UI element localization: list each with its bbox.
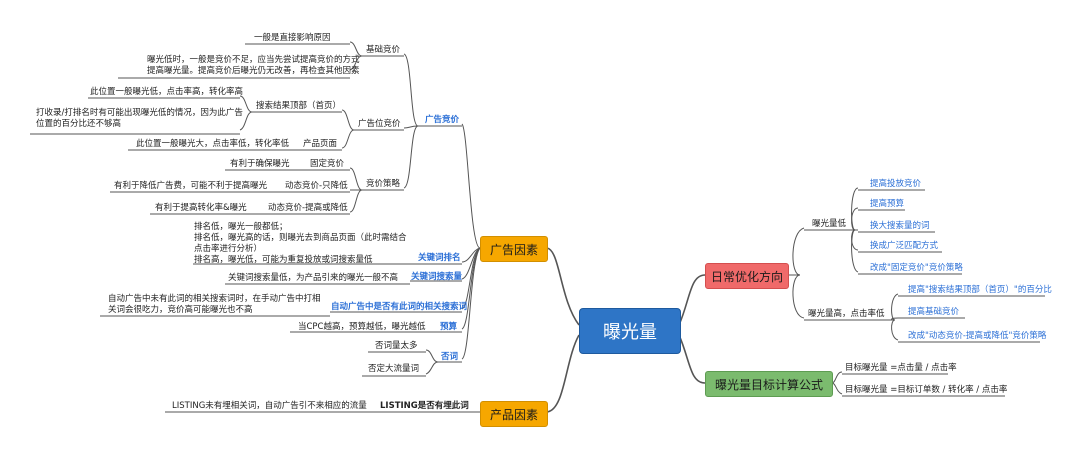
topic-formula[interactable]: 曝光量目标计算公式 (705, 371, 833, 397)
action-raise-bid[interactable]: 提高投放竞价 (870, 179, 922, 189)
action-dynamic-up-down-strategy[interactable]: 改成"动态竞价-提高或降低"竞价策略 (908, 331, 1047, 341)
note-dynamic-down: 有利于降低广告费，可能不利于提高曝光 (114, 181, 268, 191)
topic-product-factors[interactable]: 产品因素 (480, 401, 548, 427)
node-auto-ad-search-terms[interactable]: 自动广告中是否有此词的相关搜索词 (331, 302, 468, 312)
note-direct-cause: 一般是直接影响原因 (254, 33, 331, 43)
note-budget: 当CPC越高，预算越低，曝光越低 (298, 322, 426, 332)
node-dynamic-up-down[interactable]: 动态竞价-提高或降低 (268, 203, 348, 213)
note-product-page: 此位置一般曝光大，点击率低，转化率低 (136, 139, 290, 149)
topic-ad-factors[interactable]: 广告因素 (480, 236, 548, 262)
node-base-bid[interactable]: 基础竞价 (366, 45, 401, 55)
note-negative-high-traffic: 否定大流量词 (368, 364, 420, 374)
node-ad-bid[interactable]: 广告竞价 (425, 115, 460, 125)
link-central-optimize (678, 274, 706, 326)
note-low-exposure-bid: 曝光低时，一般是竞价不足，应当先尝试提高竞价的方式 提高曝光量。提高竞价后曝光仍… (147, 55, 360, 76)
link-central-ad (546, 247, 580, 326)
action-raise-top-search-pct[interactable]: 提高"搜索结果顶部（首页）"的百分比 (908, 285, 1052, 295)
note-listing: LISTING未有埋相关词，自动广告引不来相应的流量 (172, 401, 367, 411)
note-too-many-negatives: 否词量太多 (375, 341, 418, 351)
node-dynamic-down[interactable]: 动态竞价-只降低 (285, 181, 348, 191)
node-listing-keyword[interactable]: LISTING是否有埋此词 (380, 401, 469, 411)
note-keyword-rank: 排名低，曝光一般都低； 排名低，曝光高的话，则曝光去到商品页面（此时需结合 点击… (194, 222, 407, 265)
action-raise-base-bid[interactable]: 提高基础竞价 (908, 307, 960, 317)
node-negative-keywords[interactable]: 否词 (441, 352, 459, 362)
node-bid-strategy[interactable]: 竞价策略 (366, 179, 401, 189)
note-auto-ad: 自动广告中未有此词的相关搜索词时，在手动广告中打相 关词会很吃力，竞价高可能曝光… (108, 294, 321, 315)
central-topic[interactable]: 曝光量 (579, 308, 681, 354)
note-fixed-bid: 有利于确保曝光 (230, 159, 290, 169)
node-keyword-rank[interactable]: 关键词排名 (418, 253, 461, 263)
topic-daily-optimization[interactable]: 日常优化方向 (705, 263, 789, 289)
node-low-exposure[interactable]: 曝光量低 (812, 219, 847, 229)
node-placement-bid[interactable]: 广告位竞价 (358, 119, 401, 129)
action-broad-match[interactable]: 换成广泛匹配方式 (870, 241, 939, 251)
node-high-exposure-low-ctr[interactable]: 曝光量高，点击率低 (808, 309, 885, 319)
note-keyword-volume: 关键词搜索量低，为产品引来的曝光一般不高 (228, 273, 399, 283)
formula-orders-cvr-ctr: 目标曝光量 =目标订单数 / 转化率 / 点击率 (845, 385, 1008, 395)
formula-clicks-ctr: 目标曝光量 =点击量 / 点击率 (845, 363, 957, 373)
action-raise-budget[interactable]: 提高预算 (870, 199, 905, 209)
action-fixed-bid-strategy[interactable]: 改成"固定竞价"竞价策略 (870, 263, 963, 273)
link-central-formula (678, 334, 706, 384)
node-keyword-volume[interactable]: 关键词搜索量 (411, 272, 463, 282)
link-central-product (546, 334, 580, 413)
note-top-search-2: 打收录/打排名时有可能出现曝光低的情况，因为此广告 位置的百分比还不够高 (36, 108, 243, 129)
note-top-search-1: 此位置一般曝光低，点击率高，转化率高 (90, 87, 244, 97)
note-dynamic-up-down: 有利于提高转化率&曝光 (155, 203, 247, 213)
node-budget[interactable]: 预算 (440, 322, 458, 332)
node-product-page[interactable]: 产品页面 (303, 139, 338, 149)
node-top-of-search[interactable]: 搜索结果顶部（首页） (256, 101, 342, 111)
node-fixed-bid[interactable]: 固定竞价 (310, 159, 345, 169)
action-high-volume-keywords[interactable]: 换大搜索量的词 (870, 221, 930, 231)
